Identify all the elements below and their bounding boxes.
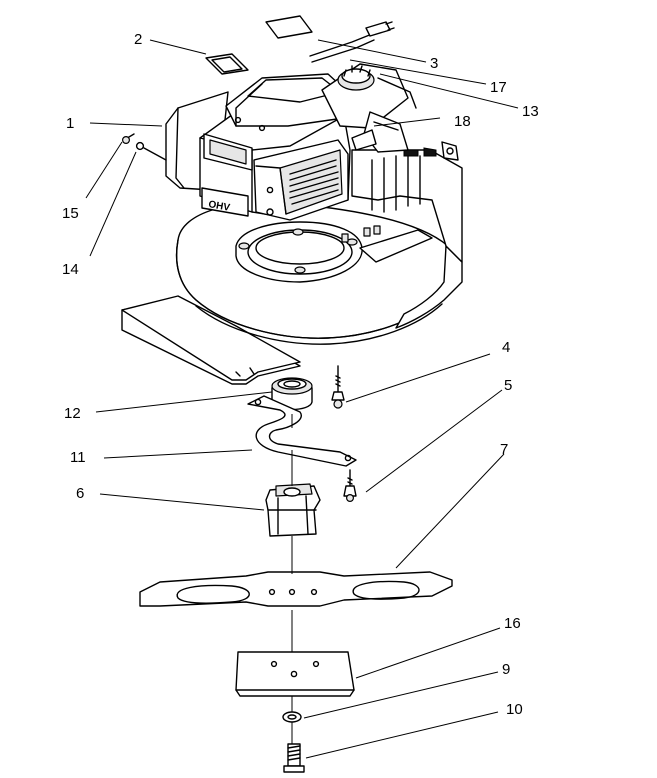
callout-5: 5 xyxy=(504,377,512,394)
part-blade-bolt xyxy=(283,743,305,773)
callout-9: 9 xyxy=(502,661,510,678)
callout-16: 16 xyxy=(504,615,521,632)
part-blade-plate xyxy=(235,651,355,697)
callout-4: 4 xyxy=(502,339,510,356)
engine-badge-text: OHV xyxy=(207,199,231,214)
callout-7: 7 xyxy=(500,441,508,458)
part-bolt-lower xyxy=(343,469,357,503)
callout-2: 2 xyxy=(134,31,142,48)
leader-lines xyxy=(85,39,519,759)
callout-10: 10 xyxy=(506,701,523,718)
mower-deck xyxy=(121,141,463,385)
part-decal xyxy=(265,15,313,39)
callout-3: 3 xyxy=(430,55,438,72)
callout-15: 15 xyxy=(62,205,79,222)
callout-1: 1 xyxy=(66,115,74,132)
callout-6: 6 xyxy=(76,485,84,502)
callout-18: 18 xyxy=(454,113,471,130)
callout-11: 11 xyxy=(70,449,86,466)
part-bearing-adapter xyxy=(271,377,313,411)
part-washer xyxy=(282,711,302,723)
part-bolt-upper xyxy=(331,365,345,409)
callout-12: 12 xyxy=(64,405,81,422)
part-screw-and-washer xyxy=(121,133,167,161)
callout-17: 17 xyxy=(490,79,507,96)
engine-assembly: OHV xyxy=(165,21,417,221)
part-blade-adapter xyxy=(265,483,321,537)
callout-13: 13 xyxy=(522,103,539,120)
callout-labels: 1 2 3 4 5 6 7 9 10 11 12 13 14 15 16 17 … xyxy=(62,31,539,718)
part-cutting-blade xyxy=(139,571,453,607)
callout-14: 14 xyxy=(62,261,79,278)
part-gasket xyxy=(205,53,249,75)
